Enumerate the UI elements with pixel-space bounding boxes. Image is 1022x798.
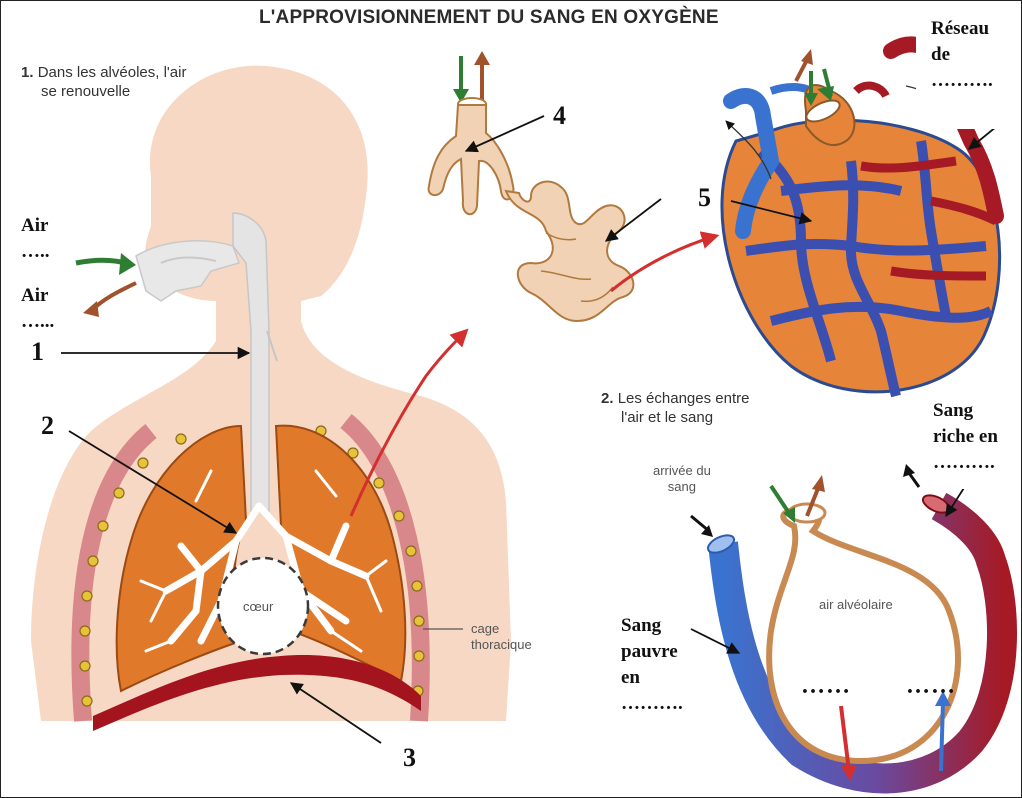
section-2-heading: 2. Les échanges entre l'air et le sang <box>601 389 749 427</box>
sang-riche-line1: Sang <box>933 398 998 424</box>
sang-pauvre-line2: pauvre <box>621 639 683 665</box>
exhale-arrow <box>91 283 136 311</box>
air-in-blank: ….. <box>21 239 50 265</box>
cage-line1: cage <box>471 621 532 637</box>
air-alveolaire-text: air alvéolaire <box>819 597 893 613</box>
air-in-word: Air <box>21 213 50 239</box>
reseau-line3: ………. <box>931 68 993 94</box>
section-1-number: 1. <box>21 64 34 81</box>
sang-pauvre-line1: Sang <box>621 613 683 639</box>
cage-thoracique-text: cage thoracique <box>471 621 532 653</box>
label-number-5: 5 <box>698 183 711 213</box>
section-2-line1: Les échanges entre <box>618 390 750 407</box>
reseau-label: Réseau de ………. <box>931 16 993 94</box>
section-1-heading: 1. Dans les alvéoles, l'air se renouvell… <box>21 63 186 101</box>
blank-left: …… <box>801 673 851 700</box>
label-number-2: 2 <box>41 411 54 441</box>
reseau-line2: de <box>931 42 993 68</box>
air-in-label: Air ….. <box>21 213 50 265</box>
sang-pauvre-line3: en <box>621 665 683 691</box>
arrivee-du-sang-text: arrivée du sang <box>653 463 711 495</box>
cage-line2: thoracique <box>471 637 532 653</box>
section-1-line2: se renouvelle <box>41 83 130 100</box>
label-number-3: 3 <box>403 743 416 773</box>
section-2-line2: l'air et le sang <box>621 409 713 426</box>
air-out-label: Air …... <box>21 283 54 335</box>
air-out-word: Air <box>21 283 54 309</box>
label-number-4: 4 <box>553 101 566 131</box>
coeur-text: cœur <box>243 599 273 615</box>
arrivee-line1: arrivée du <box>653 463 711 479</box>
bronchiole <box>429 51 634 321</box>
sang-riche-label: Sang riche en ………. <box>933 398 998 476</box>
label-number-1: 1 <box>31 337 44 367</box>
blank-right: …… <box>906 673 956 700</box>
alveolus-sac <box>769 509 958 761</box>
exchange-diagram <box>691 464 1002 781</box>
section-2-number: 2. <box>601 390 614 407</box>
sang-pauvre-line4: ………. <box>621 691 683 717</box>
sang-pauvre-label: Sang pauvre en ………. <box>621 613 683 717</box>
sang-riche-line2: riche en <box>933 424 998 450</box>
reseau-line1: Réseau <box>931 16 993 42</box>
arrivee-line2: sang <box>653 479 711 495</box>
page-title: L'APPROVISIONNEMENT DU SANG EN OXYGÈNE <box>259 7 719 29</box>
section-1-line1: Dans les alvéoles, l'air <box>38 64 187 81</box>
air-out-blank: …... <box>21 309 54 335</box>
sang-riche-line3: ………. <box>933 450 998 476</box>
